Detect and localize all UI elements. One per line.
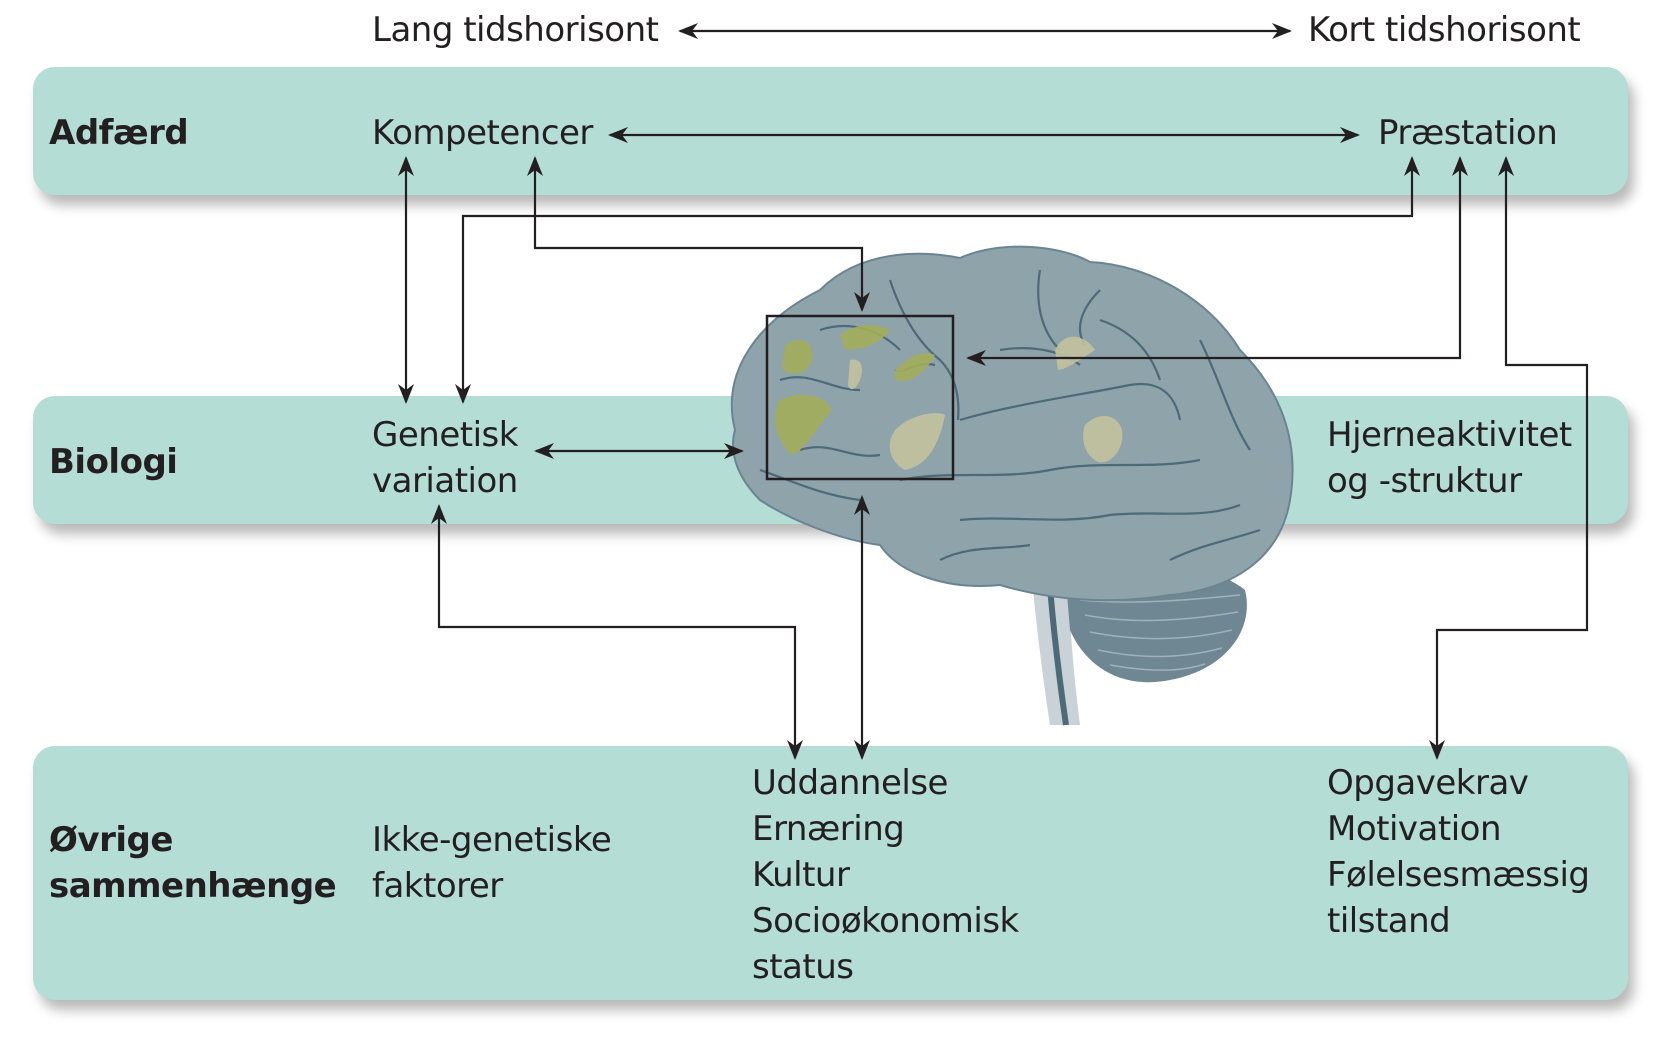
node-hjerneaktivitet-line: Hjerneaktivitet <box>1327 415 1572 455</box>
situation-factor: tilstand <box>1327 901 1451 941</box>
node-ikke-genetiske-line: Ikke-genetiske <box>372 820 612 860</box>
region-beige-2 <box>889 413 945 470</box>
environment-factor: Ernæring <box>752 809 905 849</box>
row-label-ovrige-line: Øvrige <box>49 820 173 860</box>
environment-factor: Kultur <box>752 855 850 895</box>
node-hjerneaktivitet-line: og -struktur <box>1327 461 1522 501</box>
node-ikke-genetiske-faktorer: Ikke-genetiske faktorer <box>372 817 612 909</box>
row-label-ovrige: Øvrige sammenhænge <box>49 817 337 909</box>
arrow-kompetencer-brain <box>527 156 870 312</box>
brain-illustration <box>730 245 1294 726</box>
row-label-biologi: Biologi <box>49 442 178 482</box>
short-horizon-label: Kort tidshorisont <box>1308 10 1581 50</box>
node-praestation: Præstation <box>1378 113 1558 153</box>
situation-factor: Opgavekrav <box>1327 763 1529 803</box>
row-band-ovrige <box>33 746 1628 1000</box>
environment-factor: status <box>752 947 854 987</box>
node-kompetencer: Kompetencer <box>372 113 593 153</box>
node-hjerneaktivitet: Hjerneaktivitet og -struktur <box>1327 412 1572 504</box>
node-genetisk-variation-line: variation <box>372 461 518 501</box>
situation-factor: Følelsesmæssig <box>1327 855 1590 895</box>
arrow-genetisk-ovrige <box>431 504 803 760</box>
situation-factor: Motivation <box>1327 809 1502 849</box>
long-horizon-label: Lang tidshorisont <box>372 10 659 50</box>
node-situationsfaktorer: Opgavekrav Motivation Følelsesmæssig til… <box>1327 760 1590 944</box>
node-miljoefaktorer: Uddannelse Ernæring Kultur Socioøkonomis… <box>752 760 1019 990</box>
row-label-adfaerd: Adfærd <box>49 113 189 153</box>
node-ikke-genetiske-line: faktorer <box>372 866 503 906</box>
node-genetisk-variation-line: Genetisk <box>372 415 518 455</box>
region-green-4 <box>774 394 832 455</box>
region-beige-4 <box>1083 415 1123 463</box>
arrow-praestation-ovrige <box>1429 156 1589 760</box>
node-genetisk-variation: Genetisk variation <box>372 412 518 504</box>
row-label-ovrige-line: sammenhænge <box>49 866 337 906</box>
environment-factor: Uddannelse <box>752 763 948 803</box>
cerebellum-folia <box>1079 594 1241 671</box>
environment-factor: Socioøkonomisk <box>752 901 1019 941</box>
